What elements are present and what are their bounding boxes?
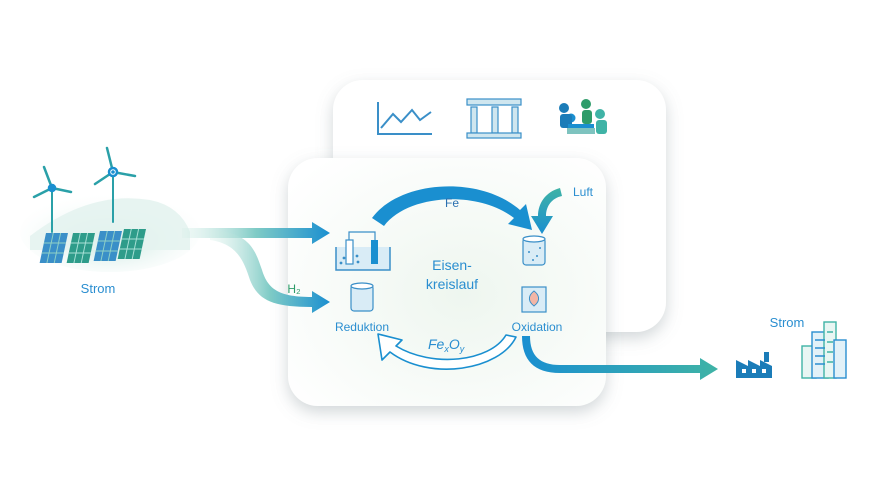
fexoy-label: FexOy (428, 336, 465, 354)
wind-turbine-icon (32, 146, 137, 233)
hydrogen-tank-icon (350, 282, 374, 312)
electrolyzer-icon (335, 231, 391, 271)
solar-panel-icon (39, 229, 146, 263)
fe-arrow: Fe (372, 186, 532, 230)
city-buildings-icon (801, 321, 847, 379)
combustion-reactor-icon (521, 286, 547, 313)
input-arrows: H₂ (182, 222, 330, 313)
columns-icon (466, 98, 522, 139)
luft-label: Luft (573, 185, 594, 199)
oxidation-label: Oxidation (512, 320, 563, 334)
line-chart-icon (377, 102, 432, 135)
luft-arrow: Luft (531, 185, 594, 234)
consumers: Strom (736, 315, 847, 379)
fexoy-arrow: FexOy (377, 333, 517, 370)
output-arrow (522, 336, 718, 380)
factory-icon (736, 352, 772, 378)
cycle-label-line2: kreislauf (426, 276, 478, 292)
energy-source: Strom (20, 146, 200, 296)
reduktion-label: Reduktion (335, 320, 389, 334)
cycle-label-line1: Eisen- (432, 257, 472, 273)
h2-label: H₂ (287, 282, 301, 296)
cycle-title: Eisen- kreislauf (426, 257, 478, 292)
strom-right-label: Strom (770, 315, 805, 330)
reduktion-station: Reduktion (335, 231, 391, 334)
strom-left-label: Strom (81, 281, 116, 296)
oxidation-station: Oxidation (512, 235, 563, 334)
iron-tank-icon (522, 235, 546, 266)
fe-label: Fe (445, 196, 459, 210)
meeting-people-icon (559, 99, 607, 134)
